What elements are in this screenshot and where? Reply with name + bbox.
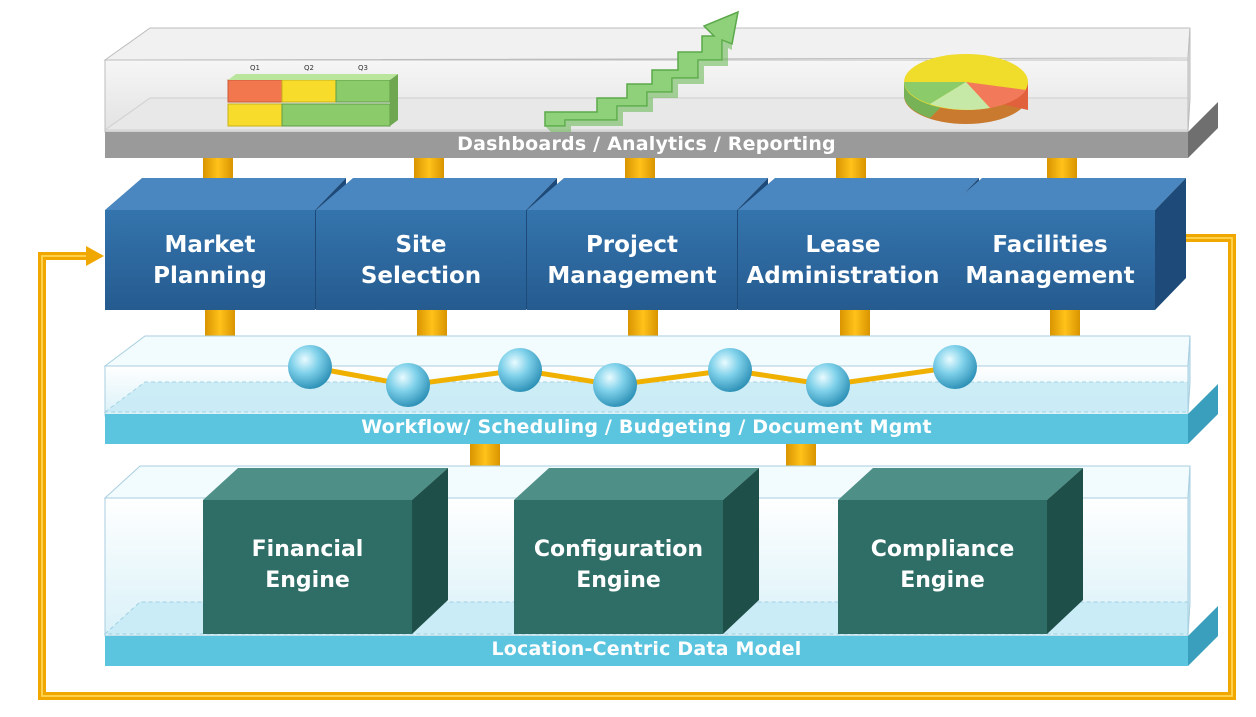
module-label-line2: Planning — [153, 263, 267, 289]
stacked-bar-chart-icon — [227, 74, 398, 127]
module-facilities-management: Facilities Management — [945, 230, 1155, 292]
chart-label-q2: Q2 — [304, 64, 314, 72]
module-lease-administration: Lease Administration — [733, 230, 953, 292]
bottom-layer-label: Location-Centric Data Model — [491, 638, 802, 660]
engine-label-line1: Configuration — [533, 537, 704, 562]
module-project-management: Project Management — [527, 230, 737, 292]
engine-blocks — [203, 468, 1083, 634]
chart-label-q1: Q1 — [250, 64, 260, 72]
module-label-line1: Project — [585, 232, 679, 258]
module-blocks — [105, 178, 1186, 310]
engine-compliance: Compliance Engine — [838, 534, 1047, 596]
middle-layer-label: Workflow/ Scheduling / Budgeting / Docum… — [361, 416, 932, 438]
engine-label-line2: Engine — [576, 568, 661, 593]
module-label-line1: Facilities — [992, 232, 1108, 258]
engine-label-line1: Compliance — [870, 537, 1015, 562]
pie-chart-icon — [904, 54, 1028, 124]
rising-arrow-icon — [544, 10, 739, 132]
module-label-line1: Lease — [805, 232, 881, 258]
module-label-line2: Management — [547, 263, 717, 289]
module-label-line1: Site — [395, 232, 447, 258]
top-layer-label: Dashboards / Analytics / Reporting — [457, 133, 836, 155]
middle-layer — [103, 335, 1218, 444]
engine-label-line2: Engine — [900, 568, 985, 593]
engine-label-line1: Financial — [251, 537, 364, 562]
engine-configuration: Configuration Engine — [514, 534, 723, 596]
feedback-loop-arrow — [36, 232, 1238, 702]
module-label-line2: Management — [965, 263, 1135, 289]
top-layer — [103, 27, 1218, 158]
engine-financial: Financial Engine — [203, 534, 412, 596]
module-site-selection: Site Selection — [316, 230, 526, 292]
engine-label-line2: Engine — [265, 568, 350, 593]
module-label-line1: Market — [164, 232, 256, 258]
chart-label-q3: Q3 — [358, 64, 368, 72]
module-market-planning: Market Planning — [105, 230, 315, 292]
module-label-line2: Selection — [360, 263, 482, 289]
network-nodes-icon — [288, 345, 977, 407]
module-label-line2: Administration — [746, 263, 940, 289]
